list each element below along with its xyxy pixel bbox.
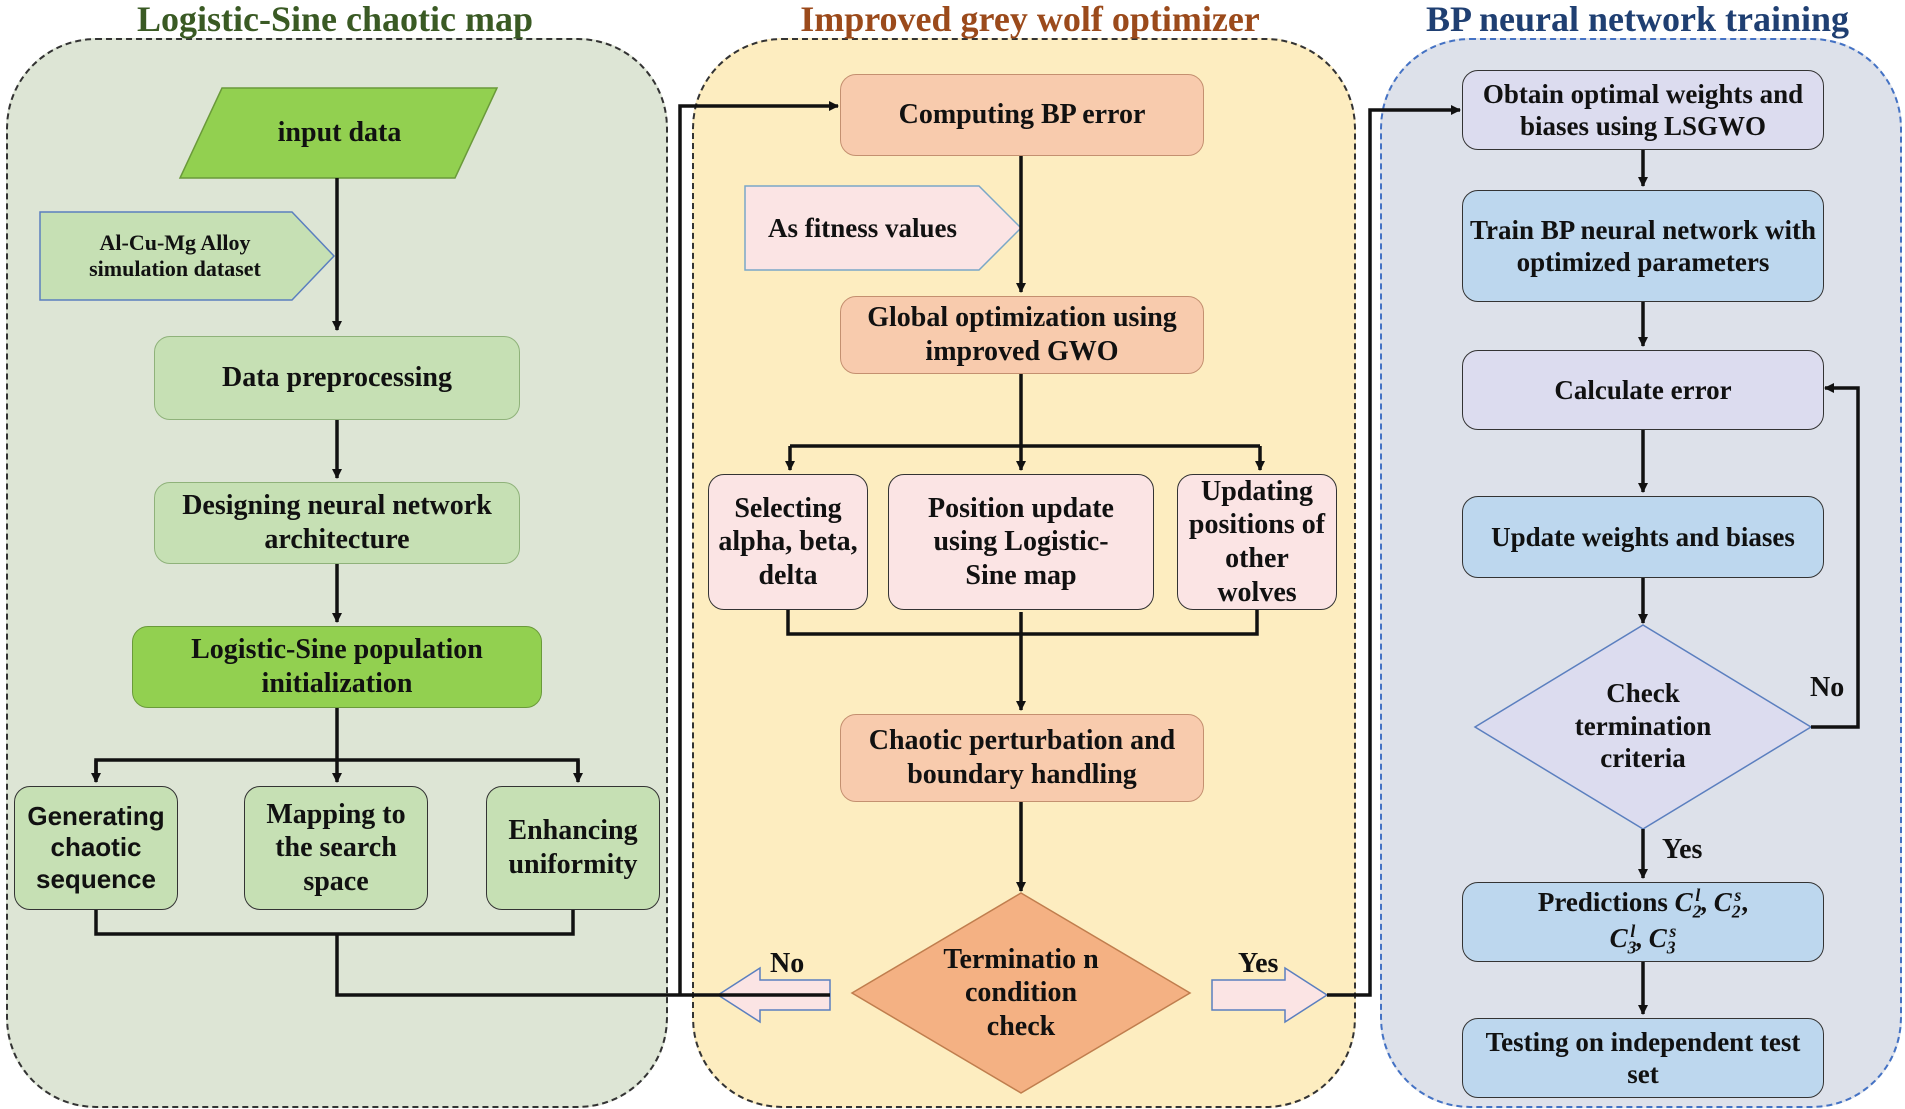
panel-title-middle: Improved grey wolf optimizer — [800, 0, 1260, 39]
c3l-symbol: C3l — [1609, 921, 1637, 958]
mapping-search-space-box: Mapping to the search space — [244, 786, 428, 910]
position-update-box: Position update using Logistic-Sine map — [888, 474, 1154, 610]
c2s-symbol: C2s — [1713, 885, 1742, 922]
design-architecture-box: Designing neural network architecture — [154, 482, 520, 564]
termination-diamond — [850, 892, 1192, 1094]
enhancing-uniformity-box: Enhancing uniformity — [486, 786, 660, 910]
global-optimization-box: Global optimization using improved GWO — [840, 296, 1204, 374]
panel-title-right: BP neural network training — [1425, 0, 1850, 39]
dataset-shape — [39, 211, 336, 301]
fitness-values-label: As fitness values — [767, 212, 957, 243]
fitness-shape — [744, 185, 1023, 271]
train-bp-box: Train BP neural network with optimized p… — [1462, 190, 1824, 302]
middle-yes-label: Yes — [1238, 948, 1279, 979]
termination-condition-label: Terminatio n condition check — [943, 943, 1099, 1042]
check-termination-label: Check termination criteria — [1574, 678, 1712, 774]
c3s-symbol: C3s — [1648, 921, 1677, 958]
chaotic-perturbation-box: Chaotic perturbation and boundary handli… — [840, 714, 1204, 802]
panel-title-left: Logistic-Sine chaotic map — [137, 0, 533, 39]
computing-bp-error-box: Computing BP error — [840, 74, 1204, 156]
predictions-box: Predictions C2l, C2s, C3l, C3s — [1462, 882, 1824, 962]
predictions-line-1: Predictions C2l, C2s, — [1537, 885, 1749, 922]
selecting-alpha-box: Selecting alpha, beta, delta — [708, 474, 868, 610]
data-preprocessing-box: Data preprocessing — [154, 336, 520, 420]
obtain-weights-box: Obtain optimal weights and biases using … — [1462, 70, 1824, 150]
yes-block-arrow — [1211, 966, 1329, 1024]
predictions-label: Predictions — [1537, 887, 1668, 918]
middle-no-label: No — [770, 948, 805, 979]
predictions-line-2: C3l, C3s — [1609, 921, 1677, 958]
input-data-label: input data — [277, 117, 402, 149]
c2l-symbol: C2l — [1674, 885, 1702, 922]
right-no-label: No — [1810, 672, 1845, 703]
input-data-shape — [178, 87, 499, 179]
testing-box: Testing on independent test set — [1462, 1018, 1824, 1098]
generating-sequence-box: Generating chaotic sequence — [14, 786, 178, 910]
update-weights-box: Update weights and biases — [1462, 496, 1824, 578]
calculate-error-box: Calculate error — [1462, 350, 1824, 430]
updating-positions-box: Updating positions of other wolves — [1177, 474, 1337, 610]
right-yes-label: Yes — [1662, 834, 1703, 865]
dataset-label: Al-Cu-Mg Alloy simulation dataset — [89, 229, 261, 281]
population-init-box: Logistic-Sine population initialization — [132, 626, 542, 708]
